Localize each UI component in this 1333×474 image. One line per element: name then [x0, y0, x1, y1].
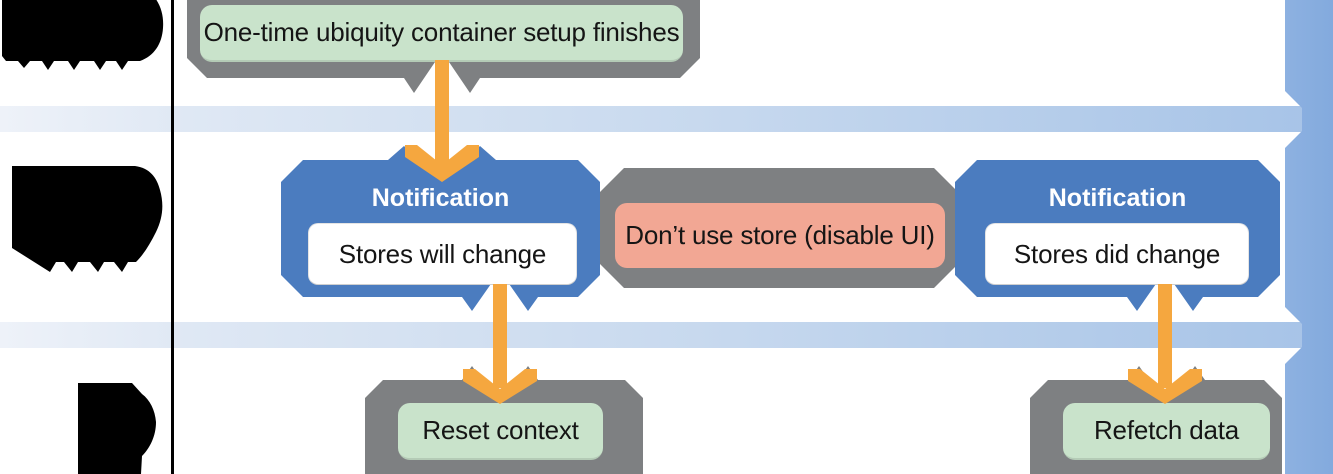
stores-will-change-label: Stores will change	[338, 238, 547, 269]
redacted-lane-label-1	[2, 0, 164, 70]
disable-ui-box: Don’t use store (disable UI)	[615, 203, 945, 268]
arrow-notification-to-reset	[463, 284, 537, 404]
timeline-vertical-bar	[1285, 0, 1333, 474]
refetch-data-box: Refetch data	[1063, 403, 1270, 460]
lane-divider-line	[171, 0, 174, 474]
notification-left-title-text: Notification	[371, 183, 510, 212]
stores-did-change-label: Stores did change	[1013, 238, 1221, 269]
arrow-head-icon	[1128, 369, 1202, 404]
disable-ui-label: Don’t use store (disable UI)	[625, 220, 935, 250]
arrow-shaft	[493, 284, 507, 388]
lane-labels-redacted-group	[2, 0, 164, 474]
notification-left-title: Notification	[281, 183, 600, 213]
arrow-head-icon	[405, 145, 479, 182]
reset-context-label: Reset context	[422, 415, 579, 445]
setup-event-label: One-time ubiquity container setup finish…	[203, 17, 680, 47]
reset-context-box: Reset context	[398, 403, 603, 460]
timeline-band-top	[0, 106, 1333, 132]
notification-right-title: Notification	[955, 183, 1280, 213]
notification-right-title-text: Notification	[1048, 183, 1187, 212]
redacted-lane-label-3	[78, 383, 156, 474]
arrow-head-icon	[463, 369, 537, 404]
arrow-setup-to-notification	[405, 60, 479, 182]
arrow-shaft	[435, 60, 449, 170]
setup-event-box: One-time ubiquity container setup finish…	[200, 5, 683, 62]
arrow-shaft	[1158, 284, 1172, 388]
redacted-lane-label-2	[12, 166, 163, 272]
refetch-data-label: Refetch data	[1093, 415, 1240, 445]
timeline-band-bottom	[0, 322, 1333, 348]
stores-did-change-box: Stores did change	[985, 223, 1249, 285]
stores-will-change-box: Stores will change	[308, 223, 577, 285]
arrow-notification-to-refetch	[1128, 284, 1202, 404]
